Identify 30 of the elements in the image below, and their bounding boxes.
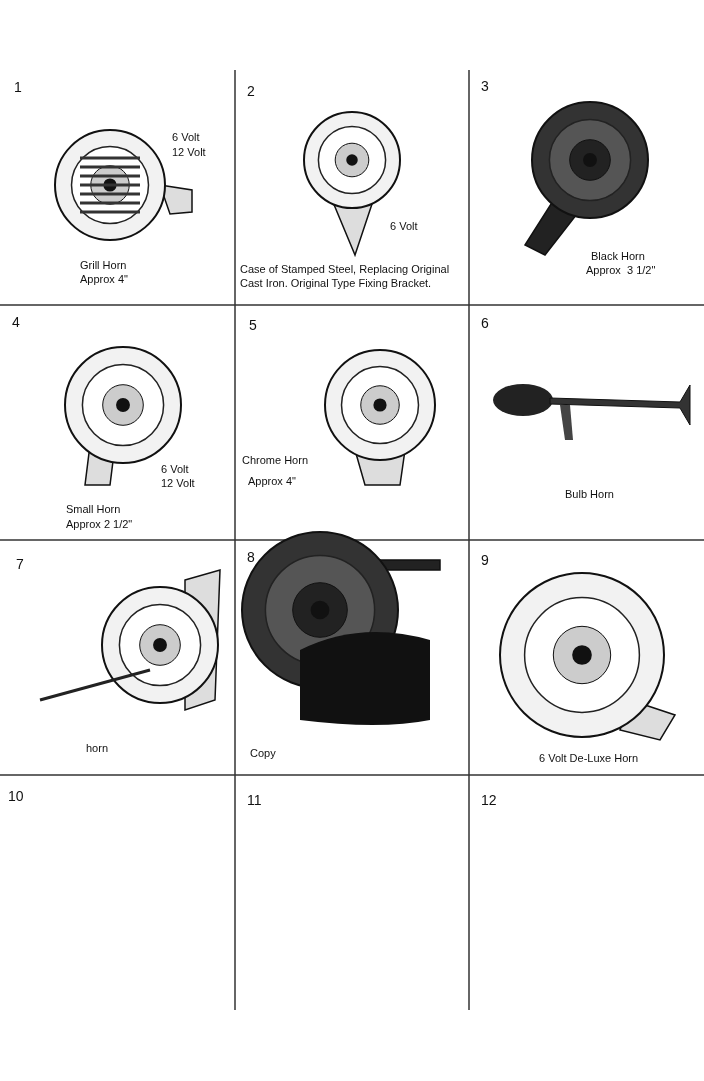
caption-text: 12 Volt bbox=[161, 476, 195, 490]
caption-text: Approx 2 1/2" bbox=[66, 517, 133, 531]
item-number: 11 bbox=[247, 793, 262, 807]
caption-text: Bulb Horn bbox=[565, 487, 614, 501]
item-number: 10 bbox=[8, 789, 24, 803]
caption-text: 6 Volt bbox=[390, 219, 418, 233]
item-number: 1 bbox=[14, 80, 22, 94]
caption-text: Grill Horn bbox=[80, 258, 127, 272]
caption-text: Copy bbox=[250, 746, 276, 760]
caption-text: Approx 4" bbox=[248, 474, 296, 488]
caption-text: 12 Volt bbox=[172, 145, 206, 159]
caption-text: 6 Volt De-Luxe Horn bbox=[539, 751, 639, 765]
item-number: 9 bbox=[481, 553, 489, 567]
caption-text: Approx 4" bbox=[80, 272, 128, 286]
item-number: 4 bbox=[12, 315, 20, 329]
item-number: 6 bbox=[481, 316, 489, 330]
item-number: 12 bbox=[481, 793, 497, 807]
item-number: 2 bbox=[247, 84, 255, 98]
caption-text: Case of Stamped Steel, Replacing Original Cast Iron. Original Type Fixing Bracket. bbox=[240, 262, 451, 290]
item-number: 8 bbox=[247, 550, 255, 564]
item-number: 5 bbox=[249, 318, 257, 332]
caption-text: 6 Volt bbox=[161, 462, 189, 476]
caption-text: horn bbox=[86, 741, 109, 755]
caption-text: Small Horn bbox=[66, 502, 121, 516]
caption-text: Black Horn bbox=[591, 249, 645, 263]
item-number: 3 bbox=[481, 79, 489, 93]
caption-text: 6 Volt bbox=[172, 130, 200, 144]
item-number: 7 bbox=[16, 557, 24, 571]
caption-text: Chrome Horn bbox=[242, 453, 309, 467]
caption-text: Approx 3 1/2" bbox=[586, 263, 656, 277]
